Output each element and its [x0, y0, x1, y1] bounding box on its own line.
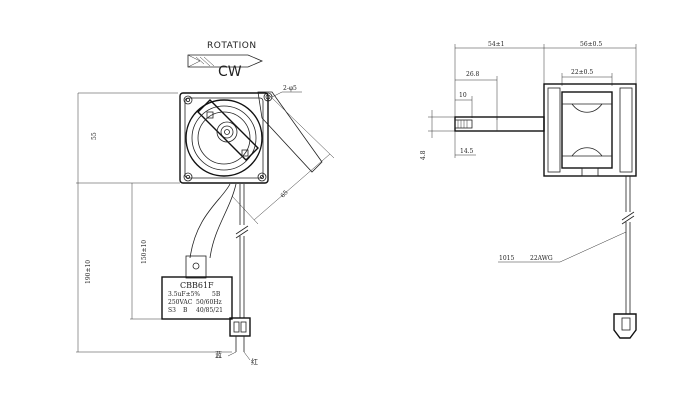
cap-line2-right: 50/60Hz: [196, 299, 222, 306]
mounting-bracket: [257, 91, 323, 173]
rotor-housing: [185, 99, 263, 177]
rotation-arrow-icon: [187, 54, 264, 68]
capacitor-body: [161, 276, 233, 320]
dim-48: 4.8: [420, 150, 427, 160]
front-view: 2-φ5 65 CBB61F 3.5uF±5% 5B 250VAC 50/60H…: [76, 85, 335, 366]
dim-145: 14.5: [460, 148, 474, 155]
dim-height: 55: [91, 132, 98, 140]
dim-54: 54±1: [488, 41, 504, 48]
capacitor-tab: [185, 255, 207, 279]
side-cable: [625, 176, 631, 212]
dim-22: 22±0.5: [571, 69, 593, 76]
corner-hole-br: [257, 172, 267, 182]
wire-red-label: 红: [251, 357, 258, 366]
cap-wire-right: [209, 183, 237, 259]
cap-line3-left: S3: [168, 307, 176, 314]
rotation-indicator: ROTATION CW: [187, 41, 264, 80]
bearing-plate: [197, 99, 259, 161]
cap-line3-right: 40/85/21: [196, 307, 223, 314]
side-connector: [613, 313, 637, 339]
corner-hole-tl: [183, 95, 193, 105]
wire-blue-label: 蓝: [215, 350, 222, 359]
cable-length: 1015: [499, 255, 514, 262]
dim-26: 26.8: [466, 71, 480, 78]
lead-wires: [239, 184, 245, 225]
cap-line1-right: 5B: [212, 291, 221, 298]
cap-line1-left: 3.5uF±5%: [168, 291, 200, 298]
rotation-direction: CW: [218, 64, 242, 80]
motor-side-body: [543, 83, 637, 177]
dim-lead-cap: 150±10: [141, 240, 148, 264]
stator-core: [561, 91, 613, 169]
cap-line2-left: 250VAC: [168, 299, 193, 306]
cap-wire-left: [189, 183, 231, 259]
dim-diagonal: 65: [279, 189, 289, 199]
motor-frame: [179, 92, 269, 184]
motor-shaft: [454, 116, 545, 132]
dim-lead-total: 190±10: [85, 260, 92, 284]
mount-hole-label: 2-φ5: [283, 85, 297, 92]
dim-56: 56±0.5: [580, 41, 602, 48]
corner-hole-bl: [183, 172, 193, 182]
side-view: 54±1 56±0.5 26.8 22±0.5 10: [420, 41, 637, 339]
wire-connector: [229, 317, 251, 337]
cable-gauge: 22AWG: [530, 255, 553, 262]
dim-10: 10: [459, 92, 467, 99]
rotation-label: ROTATION: [207, 41, 257, 51]
cap-line3-mid: B: [183, 307, 188, 314]
shaft-bearing: [216, 121, 238, 143]
cap-model: CBB61F: [180, 281, 214, 290]
